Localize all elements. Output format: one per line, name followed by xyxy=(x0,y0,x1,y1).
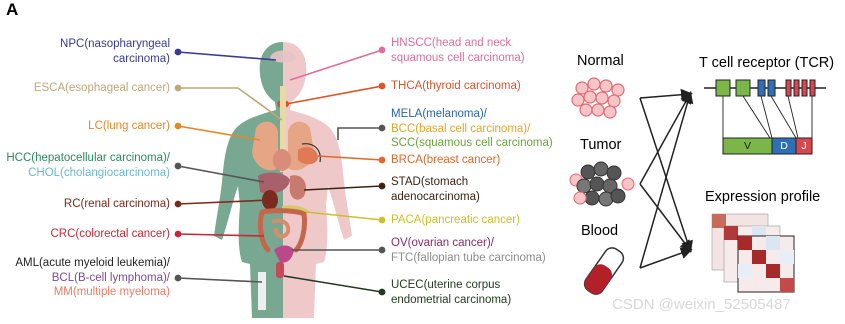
label-esca: ESCA(esophageal cancer) xyxy=(33,82,170,94)
label-hnscc: HNSCC(head and neck squamous cell carcin… xyxy=(391,37,525,64)
body-right-half xyxy=(283,42,352,318)
intestine-organ xyxy=(271,218,291,239)
tcr-d-label: D xyxy=(780,140,788,152)
label-lc: LC(lung cancer) xyxy=(88,120,170,132)
label-aml-bcl-mm: AML(acute myeloid leukemia)/ BCL(B-cell … xyxy=(15,257,170,298)
label-hcc-chol: HCC(hepatocellular carcinoma)/ CHOL(chol… xyxy=(6,152,170,179)
panel-letter: A xyxy=(6,0,19,19)
colon-organ xyxy=(257,208,307,253)
label-npc: NPC(nasopharyngeal carcinoma) xyxy=(60,38,170,65)
left-lung-organ xyxy=(252,121,278,171)
rectum-organ xyxy=(276,262,284,278)
heart-organ xyxy=(273,149,291,171)
expression-title: Expression profile xyxy=(705,189,821,205)
tcr-j-label: J xyxy=(801,140,807,152)
label-stad: STAD(stomach adenocarcinoma) xyxy=(391,176,480,203)
uterus-organ xyxy=(274,245,294,263)
breast-arc xyxy=(301,143,321,163)
stomach-organ xyxy=(289,175,307,200)
bone-organ xyxy=(258,272,266,310)
breast-organ xyxy=(298,147,318,165)
label-brca: BRCA(breast cancer) xyxy=(391,154,501,166)
label-ov-ftc: OV(ovarian cancer)/ FTC(fallopian tube c… xyxy=(391,237,546,264)
label-ucec: UCEC(uterine corpus endometrial carcinom… xyxy=(391,279,512,306)
tumor-label: Tumor xyxy=(580,137,622,153)
label-mela-bcc-scc: MELA(melanoma)/ BCC(basal cell carcinoma… xyxy=(391,108,553,149)
blood-label: Blood xyxy=(581,223,619,239)
tcr-title: T cell receptor (TCR) xyxy=(699,55,835,71)
liver-organ xyxy=(258,172,290,194)
esophagus-organ xyxy=(280,86,286,172)
label-rc: RC(renal carcinoma) xyxy=(63,198,170,210)
label-crc: CRC(colorectal cancer) xyxy=(50,228,170,240)
watermark: CSDN @weixin_52505487 xyxy=(612,296,791,313)
label-thca: THCA(thyroid carcinoma) xyxy=(391,80,521,92)
label-paca: PACA(pancreatic cancer) xyxy=(391,214,520,226)
brain-organ xyxy=(270,50,296,63)
tcr-v-label: V xyxy=(743,140,751,152)
normal-label: Normal xyxy=(577,53,624,69)
